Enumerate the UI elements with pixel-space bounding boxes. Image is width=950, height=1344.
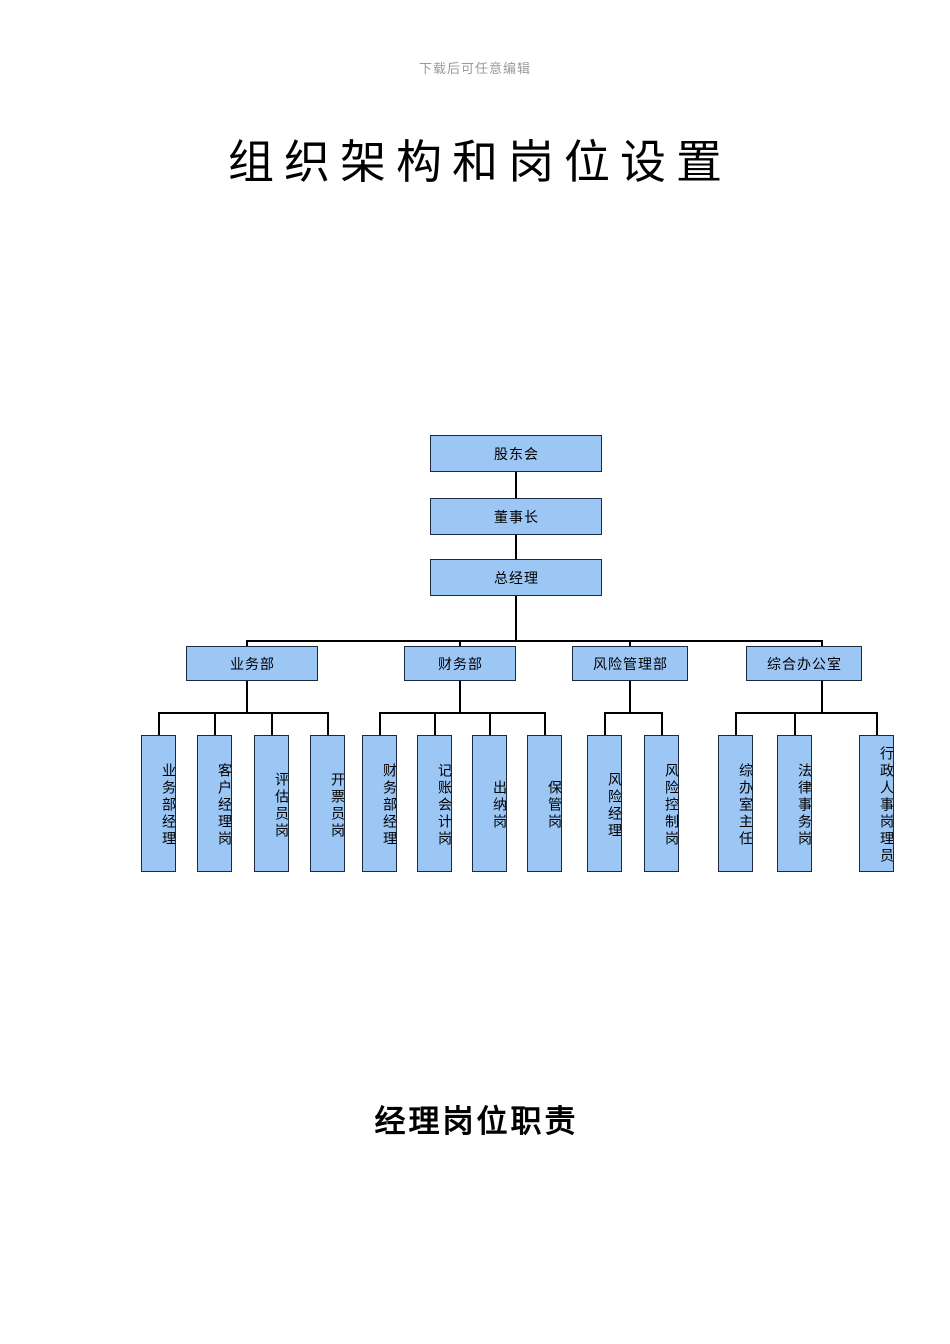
- org-node-appraiser[interactable]: 评估员岗: [254, 735, 289, 872]
- org-node-label: 财务部经理: [381, 763, 397, 848]
- org-node-finance-manager[interactable]: 财务部经理: [362, 735, 397, 872]
- connector-gm-stem: [515, 596, 517, 641]
- connector-dept-bus: [247, 640, 823, 642]
- connector-risk-bus: [605, 712, 663, 714]
- connector-drop-p10: [661, 712, 663, 736]
- connector-drop-p6: [434, 712, 436, 736]
- org-node-hr-admin[interactable]: 行政人事岗理员: [859, 735, 894, 872]
- section-heading-manager-duties: 经理岗位职责: [374, 1104, 579, 1140]
- connector-drop-p1: [158, 712, 160, 736]
- connector-drop-p8: [544, 712, 546, 736]
- page-title: 组织架构和岗位设置: [228, 135, 732, 189]
- org-node-invoice-clerk[interactable]: 开票员岗: [310, 735, 345, 872]
- connector-shareholders-to-chairman: [515, 472, 517, 499]
- org-node-general-office[interactable]: 综合办公室: [746, 646, 862, 681]
- download-note: 下载后可任意编辑: [418, 62, 531, 77]
- org-node-label: 出纳岗: [491, 780, 507, 831]
- org-node-custodian[interactable]: 保管岗: [527, 735, 562, 872]
- org-node-label: 记账会计岗: [436, 763, 452, 848]
- org-node-chairman[interactable]: 董事长: [430, 498, 602, 535]
- org-node-business-manager[interactable]: 业务部经理: [141, 735, 176, 872]
- org-node-risk-dept[interactable]: 风险管理部: [572, 646, 688, 681]
- connector-drop-p5: [379, 712, 381, 736]
- org-node-label: 行政人事岗理员: [878, 746, 894, 865]
- org-node-risk-manager[interactable]: 风险经理: [587, 735, 622, 872]
- connector-drop-p3: [271, 712, 273, 736]
- org-node-cashier[interactable]: 出纳岗: [472, 735, 507, 872]
- connector-finance-stem: [459, 681, 461, 713]
- connector-drop-p9: [604, 712, 606, 736]
- org-node-label: 业务部经理: [160, 763, 176, 848]
- connector-chairman-to-gm: [515, 535, 517, 560]
- connector-business-bus: [159, 712, 329, 714]
- connector-office-stem: [821, 681, 823, 713]
- connector-drop-p11: [735, 712, 737, 736]
- connector-drop-p7: [489, 712, 491, 736]
- org-node-label: 风险控制岗: [663, 763, 679, 848]
- org-node-label: 开票员岗: [329, 771, 345, 840]
- org-node-label: 保管岗: [546, 780, 562, 831]
- org-node-general-manager[interactable]: 总经理: [430, 559, 602, 596]
- org-node-business-dept[interactable]: 业务部: [186, 646, 318, 681]
- connector-business-stem: [246, 681, 248, 713]
- connector-drop-p12: [794, 712, 796, 736]
- org-node-office-director[interactable]: 综办室主任: [718, 735, 753, 872]
- connector-risk-stem: [629, 681, 631, 713]
- org-node-risk-control[interactable]: 风险控制岗: [644, 735, 679, 872]
- org-node-legal-affairs[interactable]: 法律事务岗: [777, 735, 812, 872]
- connector-drop-p13: [876, 712, 878, 736]
- connector-office-bus: [736, 712, 878, 714]
- org-node-shareholders[interactable]: 股东会: [430, 435, 602, 472]
- org-node-label: 法律事务岗: [796, 763, 812, 848]
- org-node-account-manager[interactable]: 客户经理岗: [197, 735, 232, 872]
- org-node-finance-dept[interactable]: 财务部: [404, 646, 516, 681]
- connector-finance-bus: [380, 712, 546, 714]
- connector-drop-p4: [327, 712, 329, 736]
- org-node-label: 客户经理岗: [216, 763, 232, 848]
- org-node-bookkeeping-accountant[interactable]: 记账会计岗: [417, 735, 452, 872]
- connector-drop-p2: [214, 712, 216, 736]
- org-node-label: 综办室主任: [737, 763, 753, 848]
- org-node-label: 风险经理: [606, 771, 622, 840]
- org-node-label: 评估员岗: [273, 771, 289, 840]
